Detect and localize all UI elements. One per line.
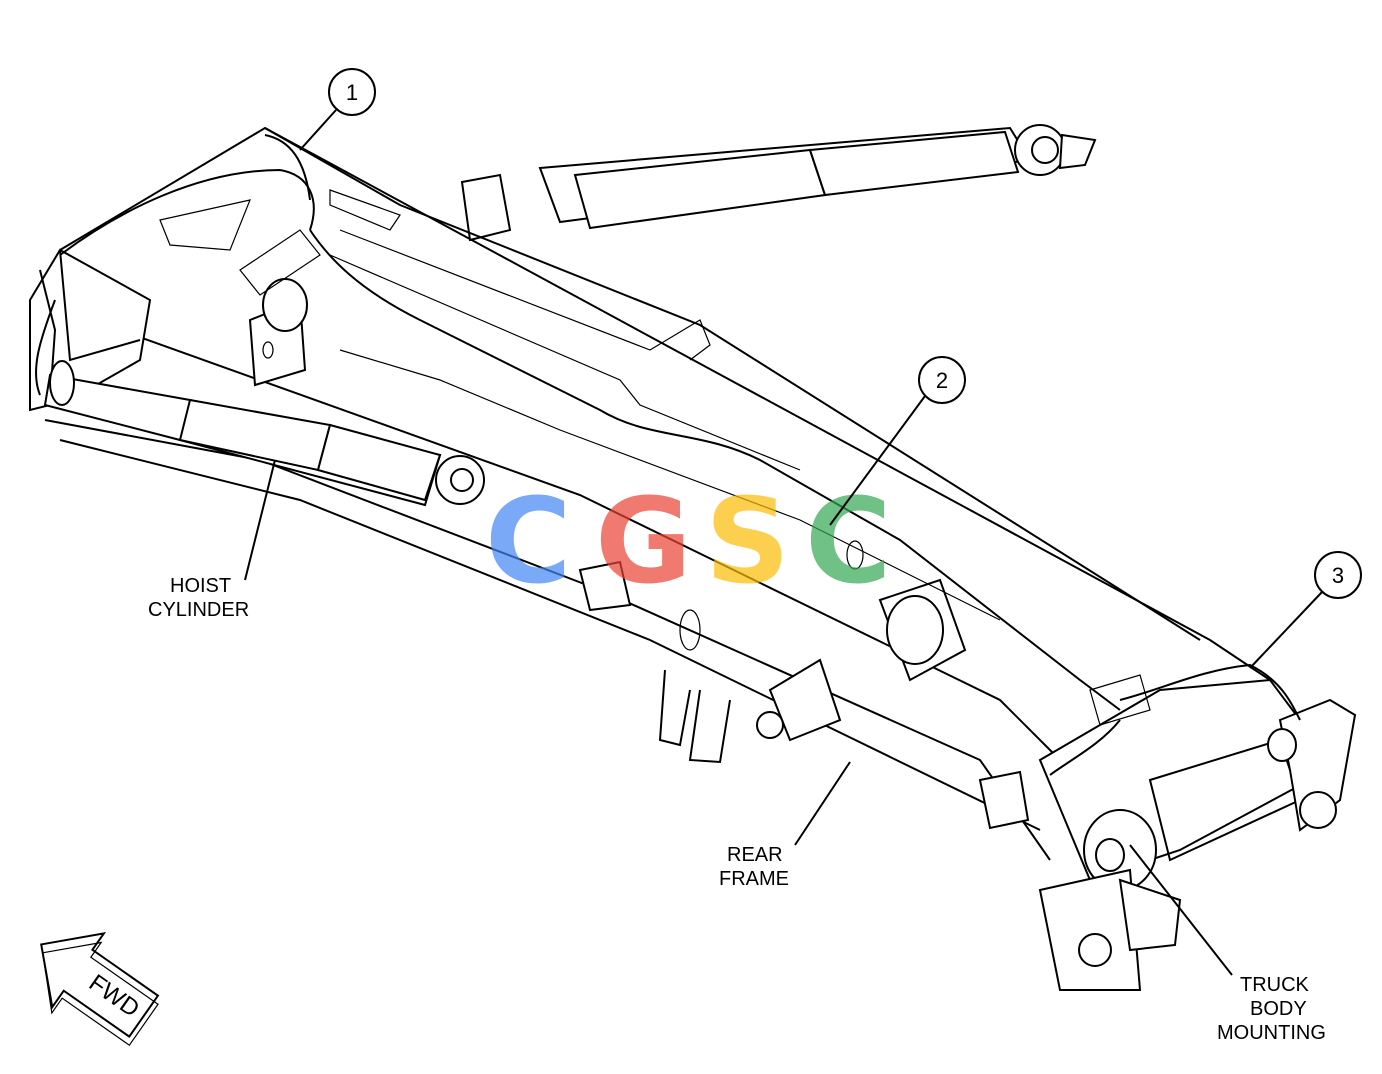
wiring-harness xyxy=(34,134,1301,776)
upper-hoist-cylinder xyxy=(460,124,1097,242)
callout-3-number: 3 xyxy=(1332,563,1344,588)
label-hoist-cylinder: HOIST CYLINDER xyxy=(148,459,276,621)
hoist-cylinder-line-1: HOIST xyxy=(170,575,231,597)
label-rear-frame: REAR FRAME xyxy=(719,761,851,890)
truck-body-mounting-line-1: TRUCK xyxy=(1240,974,1310,996)
truck-body-mounting-line-2: BODY xyxy=(1250,998,1307,1020)
hoist-cylinder-line-2: CYLINDER xyxy=(148,599,249,621)
callout-2: 2 xyxy=(829,356,966,526)
rear-frame-line-2: FRAME xyxy=(719,868,789,890)
rear-frame-line-1: REAR xyxy=(727,844,783,866)
truck-body-mounting-line-3: MOUNTING xyxy=(1217,1022,1326,1044)
forward-arrow-icon: FWD xyxy=(40,931,160,1047)
watermark-letter-g: G xyxy=(595,472,692,610)
callout-1-number: 1 xyxy=(346,80,358,105)
callout-1: 1 xyxy=(299,68,376,151)
watermark-letter-c1: C xyxy=(485,472,572,610)
callout-2-number: 2 xyxy=(936,368,948,393)
callout-3: 3 xyxy=(1249,551,1362,669)
lower-hoist-cylinder xyxy=(43,360,485,507)
watermark: C G S C xyxy=(485,472,892,610)
rear-frame-body xyxy=(29,126,1357,991)
watermark-letter-s: S xyxy=(705,472,790,610)
label-truck-body-mounting: TRUCK BODY MOUNTING xyxy=(1129,844,1326,1044)
watermark-letter-c2: C xyxy=(805,472,892,610)
